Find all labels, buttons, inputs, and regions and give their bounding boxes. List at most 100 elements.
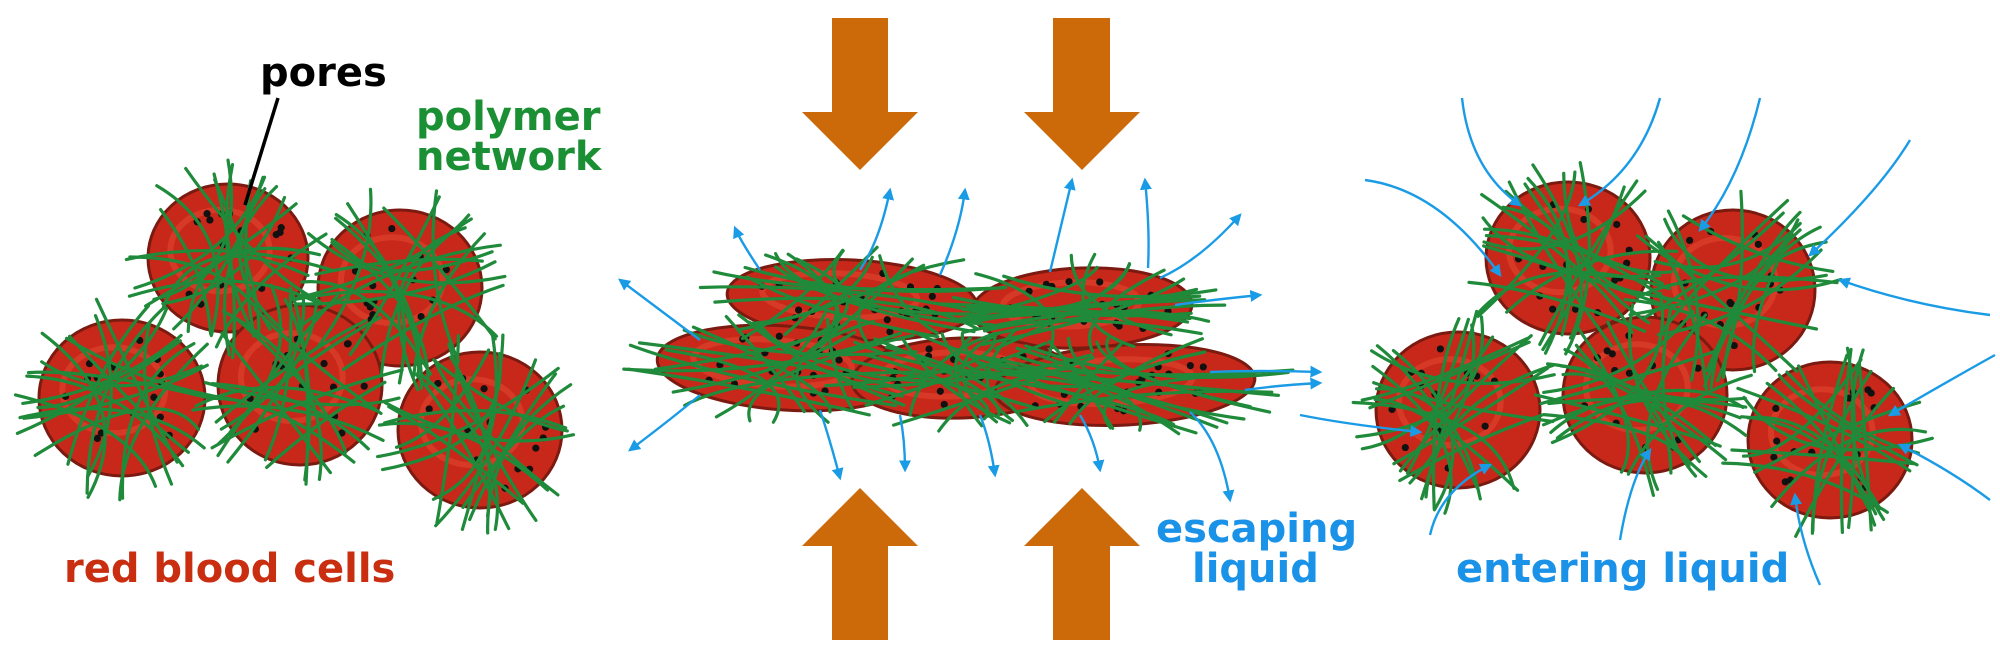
polymer-strand <box>795 320 875 424</box>
pore <box>203 210 211 218</box>
polymer-strand <box>66 304 151 466</box>
escaping-liquid-arrows <box>618 177 1323 503</box>
pore <box>97 429 105 437</box>
polymer-strand <box>743 265 1008 294</box>
pore <box>206 216 214 224</box>
polymer-strand <box>1716 189 1744 383</box>
polymer-strand <box>348 195 441 356</box>
polymer-strand <box>969 298 1207 325</box>
red-blood-cell <box>1746 360 1914 520</box>
liquid-arrow <box>1364 178 1502 277</box>
polymer-strand <box>976 371 1229 425</box>
polymer-strand <box>143 320 174 486</box>
polymer-strand <box>159 208 213 336</box>
relaxed-gel-group <box>13 158 576 535</box>
polymer-strand <box>1420 309 1479 501</box>
polymer-strand <box>626 367 871 417</box>
pores-leader-line <box>243 97 280 206</box>
polymer-strand <box>288 286 310 486</box>
pores-label: pores <box>260 50 387 96</box>
pore <box>1625 369 1633 377</box>
compression-arrows <box>802 18 1140 640</box>
polymer-strand <box>263 293 293 462</box>
polymer-strand <box>40 331 107 499</box>
polymer-strand <box>1391 349 1455 512</box>
entering-liquid-label: entering liquid <box>1456 546 1789 592</box>
polymer-strand <box>1398 334 1533 473</box>
polymer-strand <box>435 334 461 525</box>
polymer-strand <box>1644 234 1799 373</box>
polymer-strand <box>1531 163 1583 340</box>
polymer-strand <box>1746 415 1882 511</box>
polymer-strand <box>1636 234 1843 292</box>
polymer-strand <box>1810 369 1873 535</box>
polymer-strand <box>1606 320 1701 464</box>
pore <box>886 328 894 336</box>
polymer-strand <box>1372 381 1555 424</box>
polymer-strand <box>1777 373 1919 467</box>
pore <box>93 434 101 443</box>
pore <box>1867 389 1875 397</box>
liquid-arrow <box>1808 139 1912 257</box>
pore <box>1613 220 1621 229</box>
polymer-network-right <box>1351 161 1934 538</box>
pore <box>940 400 948 409</box>
polymer-strand <box>653 322 848 371</box>
polymer-strand <box>1539 348 1721 406</box>
compression-arrow-top-right <box>1024 18 1140 170</box>
polymer-strand <box>191 404 385 442</box>
pore <box>360 382 368 390</box>
polymer-network-compressed <box>622 245 1295 436</box>
polymer-strand <box>1562 171 1648 296</box>
polymer-strand <box>664 348 781 424</box>
pore <box>1436 345 1444 353</box>
polymer-strand <box>434 358 538 528</box>
polymer-strand <box>468 372 558 522</box>
liquid-arrow <box>1078 414 1105 473</box>
liquid-arrow <box>628 394 701 452</box>
polymer-strand <box>214 232 328 349</box>
polymer-strand <box>216 283 283 446</box>
polymer-strand <box>68 334 190 454</box>
polymer-strand <box>1081 252 1136 349</box>
pore <box>1186 361 1194 370</box>
pore <box>417 312 425 321</box>
liquid-arrow <box>733 225 761 271</box>
pore <box>1401 443 1409 452</box>
polymer-strand <box>1636 290 1819 331</box>
polymer-strand <box>1368 340 1531 410</box>
polymer-strand <box>1549 396 1742 434</box>
pore <box>1730 341 1738 350</box>
polymer-strand <box>1628 303 1708 478</box>
polymer-strand <box>1839 347 1853 534</box>
polymer-strand <box>985 326 1019 422</box>
polymer-strand <box>936 302 1190 324</box>
polymer-strand <box>216 294 339 458</box>
polymer-strand <box>431 189 460 363</box>
polymer-strand <box>253 307 383 415</box>
polymer-strand <box>1663 217 1828 283</box>
pore <box>320 359 328 368</box>
polymer-strand <box>1542 310 1695 394</box>
polymer-strand <box>194 385 380 413</box>
liquid-arrow <box>1460 97 1522 207</box>
polymer-strand <box>1703 225 1822 388</box>
polymer-strand <box>155 184 220 338</box>
pore <box>925 345 933 353</box>
polymer-strand <box>1043 350 1207 424</box>
liquid-arrow <box>1189 411 1235 503</box>
swelling-gel-group <box>1299 97 1996 586</box>
polymer-strand <box>1730 448 1916 466</box>
polymer-strand <box>1351 400 1516 490</box>
liquid-arrow <box>1428 463 1493 536</box>
pore <box>434 379 442 388</box>
polymer-strand <box>317 187 373 348</box>
polymer-strand <box>1653 221 1802 270</box>
polymer-strand <box>330 240 494 273</box>
liquid-arrow <box>1244 377 1323 392</box>
polymer-strand <box>1067 336 1246 421</box>
polymer-strand <box>1550 291 1665 445</box>
polymer-strand <box>1467 280 1647 333</box>
polymer-strand <box>1002 274 1218 299</box>
liquid-arrow <box>1698 97 1762 232</box>
